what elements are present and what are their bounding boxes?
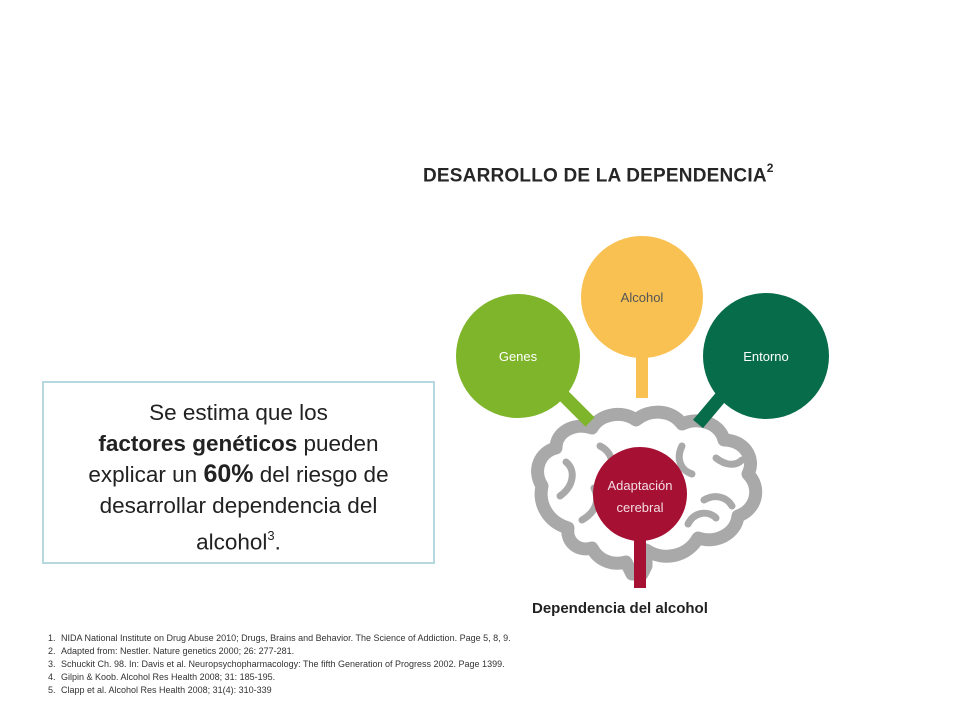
info-bold-phrase: factores genéticos bbox=[98, 431, 298, 456]
reference-item: 2. Adapted from: Nestler. Nature genetics… bbox=[48, 645, 511, 658]
alcohol-circle bbox=[581, 236, 703, 358]
info-line-3-suffix: del riesgo de bbox=[253, 462, 389, 487]
reference-item: 1. NIDA National Institute on Drug Abuse … bbox=[48, 632, 511, 645]
center-label-line2: cerebral bbox=[617, 500, 664, 515]
reference-text: Gilpin & Koob. Alcohol Res Health 2008; … bbox=[61, 672, 276, 682]
reference-number: 5. bbox=[48, 685, 56, 695]
info-line-1: Se estima que los bbox=[149, 400, 328, 425]
reference-text: NIDA National Institute on Drug Abuse 20… bbox=[61, 633, 511, 643]
entorno-label: Entorno bbox=[743, 349, 789, 364]
references-list: 1. NIDA National Institute on Drug Abuse … bbox=[48, 632, 511, 697]
genetic-factors-info-box: Se estima que los factores genéticos pue… bbox=[42, 381, 435, 564]
brain-fold bbox=[556, 458, 576, 500]
brain-outline bbox=[531, 405, 763, 581]
brain-fold bbox=[712, 454, 746, 468]
info-line-5-ref: 3 bbox=[267, 528, 275, 543]
diagram-title-text: DESARROLLO DE LA DEPENDENCIA bbox=[423, 165, 767, 187]
info-line-5-text: alcohol bbox=[196, 529, 268, 555]
info-line-4: desarrollar dependencia del bbox=[99, 493, 378, 518]
center-label-line1: Adaptación bbox=[607, 478, 672, 493]
center-circle bbox=[593, 447, 687, 541]
factor-alcohol: Alcohol bbox=[581, 236, 703, 398]
reference-number: 3. bbox=[48, 659, 56, 669]
center-brain-adaptation: Adaptación cerebral bbox=[593, 447, 687, 588]
genes-circle bbox=[456, 294, 580, 418]
reference-number: 2. bbox=[48, 646, 56, 656]
diagram-title-ref: 2 bbox=[766, 161, 774, 175]
reference-item: 5. Clapp et al. Alcohol Res Health 2008; … bbox=[48, 684, 511, 697]
reference-text: Adapted from: Nestler. Nature genetics 2… bbox=[61, 646, 295, 656]
reference-number: 1. bbox=[48, 633, 56, 643]
info-line-2: factores genéticos pueden bbox=[44, 428, 433, 459]
center-connector bbox=[634, 530, 646, 588]
info-line-3-prefix: explicar un bbox=[88, 462, 204, 487]
reference-text: Schuckit Ch. 98. In: Davis et al. Neurop… bbox=[61, 659, 505, 669]
info-line-5: alcohol3. bbox=[44, 521, 433, 558]
entorno-circle bbox=[703, 293, 829, 419]
brain-fold bbox=[700, 493, 736, 510]
reference-text: Clapp et al. Alcohol Res Health 2008; 31… bbox=[61, 685, 272, 695]
genes-label: Genes bbox=[499, 349, 538, 364]
brain-fold bbox=[675, 442, 696, 478]
diagram-title: DESARROLLO DE LA DEPENDENCIA2 bbox=[423, 161, 774, 187]
factor-genes: Genes bbox=[456, 294, 595, 427]
alcohol-label: Alcohol bbox=[621, 290, 664, 305]
factor-entorno: Entorno bbox=[693, 293, 829, 429]
reference-item: 3. Schuckit Ch. 98. In: Davis et al. Neur… bbox=[48, 658, 511, 671]
alcohol-connector bbox=[636, 352, 648, 398]
info-line-2-rest: pueden bbox=[297, 431, 379, 456]
brain-fold bbox=[684, 509, 720, 528]
outcome-label: Dependencia del alcohol bbox=[532, 600, 708, 617]
info-percent: 60% bbox=[203, 460, 254, 488]
reference-item: 4. Gilpin & Koob. Alcohol Res Health 2008… bbox=[48, 671, 511, 684]
reference-number: 4. bbox=[48, 672, 56, 682]
info-line-5-end: . bbox=[274, 529, 281, 555]
info-line-3: explicar un 60% del riesgo de bbox=[44, 459, 433, 490]
